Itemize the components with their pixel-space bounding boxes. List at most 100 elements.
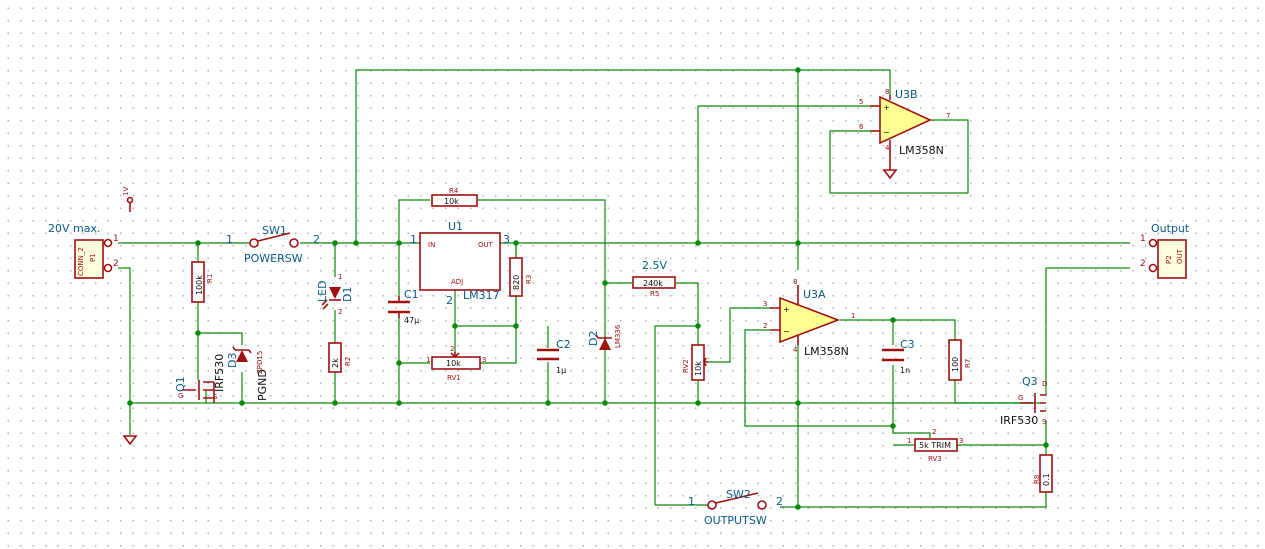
- u3b-pin6: 6: [859, 123, 864, 131]
- p2-pin2: 2: [1140, 259, 1146, 269]
- u1-pin3: 3: [503, 233, 510, 246]
- sw2-pin2: 2: [776, 495, 783, 508]
- u1-in: IN: [428, 241, 435, 249]
- u1-out: OUT: [478, 241, 494, 249]
- capacitor-c1[interactable]: C1 47µ: [388, 288, 419, 325]
- u3b-value: LM358N: [899, 144, 944, 157]
- c3-ref: C3: [900, 338, 915, 351]
- mosfet-q1[interactable]: Q1 IRF530 G S: [174, 354, 226, 403]
- d1-ref: D1: [341, 287, 354, 302]
- u3a-pin8: 8: [793, 278, 797, 286]
- junctions: [127, 67, 1049, 510]
- q3-ref: Q3: [1022, 375, 1038, 388]
- c3-value: 1n: [900, 366, 910, 375]
- reference-d2[interactable]: D2 LM336: [587, 324, 622, 350]
- capacitor-c2[interactable]: C2 1µ: [537, 338, 571, 375]
- switch-sw2[interactable]: 1 2 SW2 OUTPUTSW: [688, 488, 783, 527]
- sw1-pin1: 1: [226, 233, 233, 246]
- c2-value: 1µ: [556, 366, 566, 375]
- d1-pin2: 2: [338, 308, 342, 316]
- resistor-r3[interactable]: 820 R3: [509, 257, 533, 297]
- u3b-pin5: 5: [859, 98, 863, 106]
- zener-d3[interactable]: D3 ZPD15: [226, 346, 264, 374]
- d1-type: LED: [316, 280, 329, 302]
- rv3-ref: RV3: [928, 455, 942, 463]
- sw2-ref: SW2: [726, 488, 751, 501]
- rv1-pin2: 2: [450, 345, 454, 353]
- sw1-value: POWERSW: [244, 252, 303, 265]
- r1-value: 100k: [195, 275, 204, 295]
- potentiometer-rv3[interactable]: 5k TRIM RV3 1 3 2: [907, 428, 963, 463]
- rv3-pin2: 2: [932, 428, 936, 436]
- switch-sw1[interactable]: 1 2 SW1 POWERSW: [226, 224, 320, 265]
- r5-ref: R5: [650, 290, 659, 298]
- u3a-pin2: 2: [763, 322, 767, 330]
- r3-ref: R3: [525, 275, 533, 284]
- p1-label: 20V max.: [48, 222, 100, 235]
- potentiometer-rv2[interactable]: 10k RV2: [682, 344, 708, 381]
- resistor-r5[interactable]: 240k R5 2.5V: [632, 259, 676, 298]
- led-d1[interactable]: LED D1 1 2: [316, 273, 354, 316]
- r4-value: 10k: [444, 197, 459, 206]
- q1-value: IRF530: [213, 354, 226, 392]
- resistor-r1[interactable]: 100k R1: [191, 261, 214, 303]
- p2-pin1: 1: [1140, 234, 1146, 244]
- q3-pin-d: D: [1042, 380, 1047, 388]
- u3a-value: LM358N: [804, 345, 849, 358]
- u3b-pin7: 7: [946, 112, 950, 120]
- r1-ref: R1: [206, 274, 214, 283]
- p2-ref: P2: [1165, 255, 1173, 264]
- d1-pin1: 1: [338, 273, 342, 281]
- ground-symbol-left: [122, 435, 138, 446]
- resistor-r2[interactable]: 2k R2: [328, 342, 352, 373]
- connector-p1[interactable]: 1 2 CONN_2 P1 20V max.: [48, 222, 119, 279]
- q3-pin-g: G: [1018, 394, 1023, 402]
- pgnd-label: PGND: [256, 369, 269, 401]
- q3-pin-s: S: [1042, 418, 1047, 426]
- r3-value: 820: [512, 275, 521, 290]
- d2-ref: D2: [587, 331, 600, 346]
- label-2v5: 2.5V: [642, 259, 667, 272]
- resistor-r7[interactable]: 100 R7: [948, 339, 972, 381]
- resistor-r4[interactable]: 10k R4: [431, 187, 478, 207]
- c1-value: 47µ: [404, 316, 419, 325]
- power-flag: 1V: [122, 187, 134, 212]
- regulator-u1[interactable]: U1 IN OUT ADJ 1 3 2 LM317: [410, 220, 510, 307]
- mosfet-q3[interactable]: Q3 IRF530 G D S: [1000, 375, 1047, 427]
- r2-value: 2k: [331, 358, 340, 368]
- r5-value: 240k: [643, 279, 663, 288]
- u3a-pin1: 1: [851, 312, 855, 320]
- r2-ref: R2: [344, 357, 352, 366]
- q1-ref: Q1: [174, 376, 187, 392]
- u3a-ref: U3A: [803, 288, 826, 301]
- sw1-pin2: 2: [313, 233, 320, 246]
- r7-value: 100: [951, 357, 960, 372]
- u1-pin1: 1: [410, 233, 417, 246]
- connector-p2[interactable]: 1 2 P2 OUT Output: [1140, 222, 1190, 279]
- opamp-u3a[interactable]: + − U3A LM358N 3 2 1 8 4: [763, 278, 855, 358]
- u1-adj: ADJ: [451, 278, 463, 286]
- r8-value: 0.1: [1042, 473, 1051, 486]
- u3b-plus: +: [883, 103, 890, 112]
- sw2-pin1: 1: [688, 495, 695, 508]
- capacitor-c3[interactable]: C3 1n: [882, 338, 915, 375]
- rv3-value: 5k TRIM: [919, 441, 951, 450]
- sw2-value: OUTPUTSW: [704, 514, 767, 527]
- rv2-ref: RV2: [682, 359, 690, 373]
- q3-value: IRF530: [1000, 414, 1038, 427]
- rv3-pin1: 1: [907, 437, 911, 445]
- q1-pin-g: G: [178, 392, 183, 400]
- potentiometer-rv1[interactable]: 10k RV1 1 3 2: [426, 345, 486, 382]
- u1-ref: U1: [448, 220, 463, 233]
- u3b-pin4: 4: [885, 144, 890, 152]
- u3a-plus: +: [783, 305, 790, 314]
- c2-ref: C2: [556, 338, 571, 351]
- u3b-pin8: 8: [885, 88, 889, 96]
- rv1-pin1: 1: [426, 356, 430, 364]
- p1-ref: P1: [89, 253, 97, 262]
- opamp-u3b[interactable]: + − U3B LM358N 5 6 7 8 4: [859, 88, 950, 180]
- r8-ref: R8: [1033, 475, 1041, 484]
- rv1-ref: RV1: [447, 374, 461, 382]
- resistor-r8[interactable]: 0.1 R8: [1033, 454, 1053, 493]
